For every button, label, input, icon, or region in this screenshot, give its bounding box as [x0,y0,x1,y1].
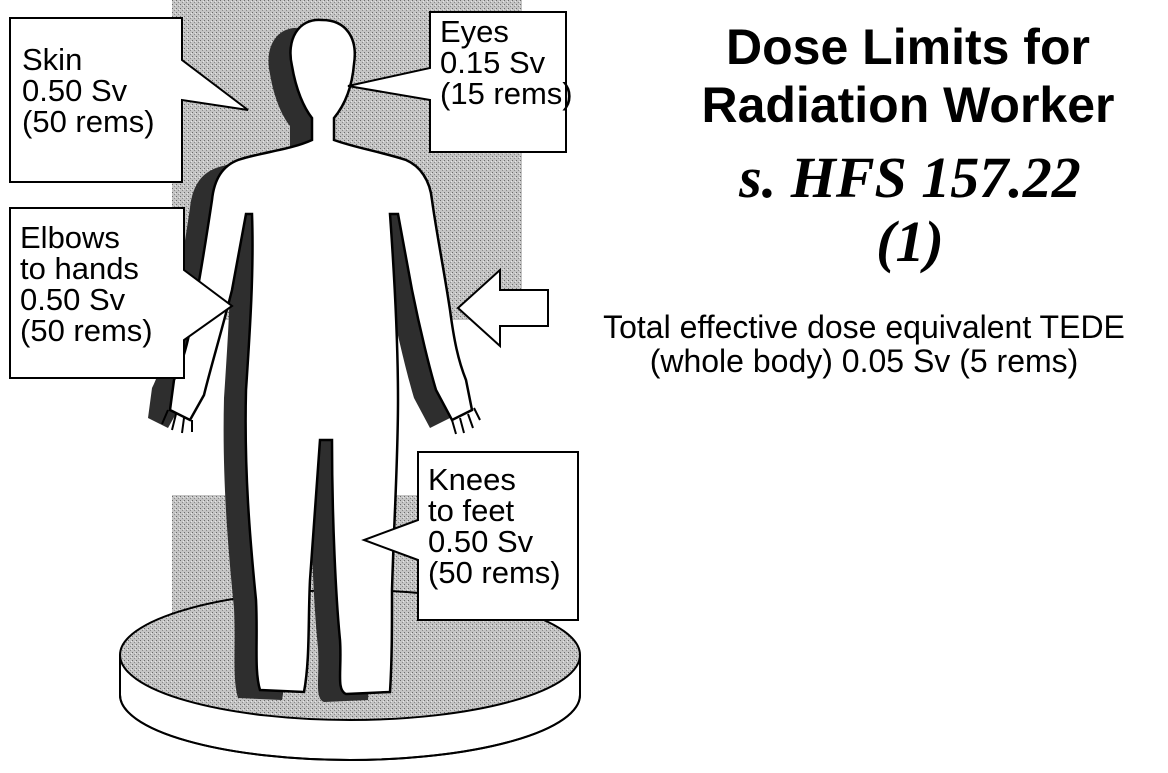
tede-line-1: Total effective dose equivalent TEDE [560,310,1168,344]
tede-line-2: (whole body) 0.05 Sv (5 rems) [560,344,1168,378]
callout-skin-label: Skin 0.50 Sv (50 rems) [22,44,155,137]
page-title: Dose Limits for Radiation Worker [648,18,1168,134]
callout-elbows-label: Elbows to hands 0.50 Sv (50 rems) [20,222,153,346]
regulation-reference: s. HFS 157.22 (1) [700,146,1120,274]
title-line-1: Dose Limits for [648,18,1168,76]
callout-eyes-label: Eyes 0.15 Sv (15 rems) [440,16,573,109]
tede-label: Total effective dose equivalent TEDE (wh… [560,310,1168,378]
callout-knees-label: Knees to feet 0.50 Sv (50 rems) [428,464,561,588]
title-line-2: Radiation Worker [648,76,1168,134]
